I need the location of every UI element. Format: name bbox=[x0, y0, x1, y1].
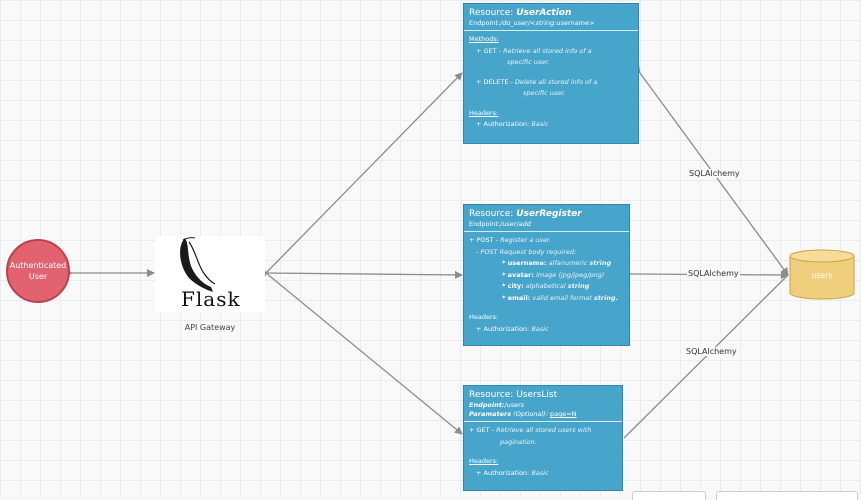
userslist-auth: + Authorization: Basic bbox=[476, 468, 549, 477]
userslist-header: Resource: UsersList Endpoint:/users Para… bbox=[464, 386, 622, 422]
useraction-delete-method: + DELETE - Delete all stored info of a bbox=[476, 77, 598, 86]
useraction-get-desc: specific user. bbox=[507, 58, 550, 66]
database-label: users bbox=[811, 271, 833, 280]
resource-userslist-node[interactable]: Resource: UsersList Endpoint:/users Para… bbox=[463, 385, 623, 491]
userslist-parameters: Paramaters (Optional): page=N bbox=[469, 410, 577, 418]
userregister-endpoint: Endpoint:/user/add bbox=[469, 220, 531, 228]
useraction-get-method: + GET - Retrieve all stored info of a bbox=[476, 46, 592, 55]
flask-logo-text: Flask bbox=[181, 287, 241, 311]
userslist-title: Resource: UsersList bbox=[469, 390, 558, 400]
userregister-post-method: + POST - Register a user. bbox=[469, 236, 551, 244]
userregister-headers-label: Headers: bbox=[469, 313, 499, 321]
useraction-auth: + Authorization: Basic bbox=[476, 120, 549, 128]
users-database-node[interactable]: users bbox=[789, 249, 855, 301]
userslist-body: + GET - Retrieve all stored users with p… bbox=[464, 422, 622, 482]
useraction-delete-desc: specific user. bbox=[523, 89, 566, 97]
useraction-endpoint: Endpoint:/do_user/<string:username> bbox=[469, 19, 595, 27]
actor-label-line1: Authenticated bbox=[9, 261, 67, 270]
userregister-body: + POST - Register a user. - POST Request… bbox=[464, 232, 629, 338]
userregister-title: Resource: UserRegister bbox=[469, 209, 582, 219]
edge-gateway-useraction[interactable] bbox=[258, 72, 463, 281]
flask-gateway-node[interactable]: Flask bbox=[155, 236, 265, 312]
actor-label-line2: User bbox=[28, 272, 48, 281]
edge-label-sqlalchemy-middle: SQLAlchemy bbox=[687, 269, 740, 278]
database-cylinder-icon bbox=[789, 249, 855, 300]
useraction-title: Resource: UserAction bbox=[469, 8, 572, 18]
userslist-headers-label: Headers: bbox=[469, 457, 499, 465]
edge-gateway-userslist[interactable] bbox=[258, 265, 463, 435]
userregister-field-email: * email: valid email format string. bbox=[502, 293, 619, 302]
userregister-auth: + Authorization: Basic bbox=[476, 324, 549, 333]
edge-label-sqlalchemy-top: SQLAlchemy bbox=[688, 169, 741, 178]
userregister-header: Resource: UserRegister Endpoint:/user/ad… bbox=[464, 205, 629, 232]
userregister-field-avatar: * avatar: image (jpg/jpeg/png) bbox=[502, 270, 605, 279]
userregister-field-city: * city: alphabetical string bbox=[502, 282, 590, 290]
flask-horn-icon bbox=[180, 237, 216, 292]
userslist-get-desc: pagination. bbox=[500, 437, 537, 446]
userregister-body-required: - POST Request body required: bbox=[476, 247, 577, 256]
edge-gateway-userregister[interactable] bbox=[258, 268, 463, 279]
useraction-header: Resource: UserAction Endpoint:/do_user/<… bbox=[464, 4, 638, 31]
resource-useraction-node[interactable]: Resource: UserAction Endpoint:/do_user/<… bbox=[463, 3, 639, 144]
useraction-methods-label: Methods: bbox=[469, 35, 499, 43]
resource-userregister-node[interactable]: Resource: UserRegister Endpoint:/user/ad… bbox=[463, 204, 630, 346]
edge-userslist-db[interactable] bbox=[623, 274, 789, 439]
edge-label-sqlalchemy-bottom: SQLAlchemy bbox=[685, 347, 738, 356]
useraction-body: Methods: + GET - Retrieve all stored inf… bbox=[464, 31, 638, 134]
userslist-get-method: + GET - Retrieve all stored users with bbox=[469, 426, 592, 434]
useraction-headers-label: Headers: bbox=[469, 108, 499, 117]
authenticated-user-node[interactable]: Authenticated User bbox=[6, 239, 70, 303]
userregister-field-username: * username: alfanumeric string bbox=[502, 259, 612, 267]
userslist-endpoint: Endpoint:/users bbox=[469, 401, 525, 409]
gateway-caption: API Gateway bbox=[184, 323, 236, 332]
